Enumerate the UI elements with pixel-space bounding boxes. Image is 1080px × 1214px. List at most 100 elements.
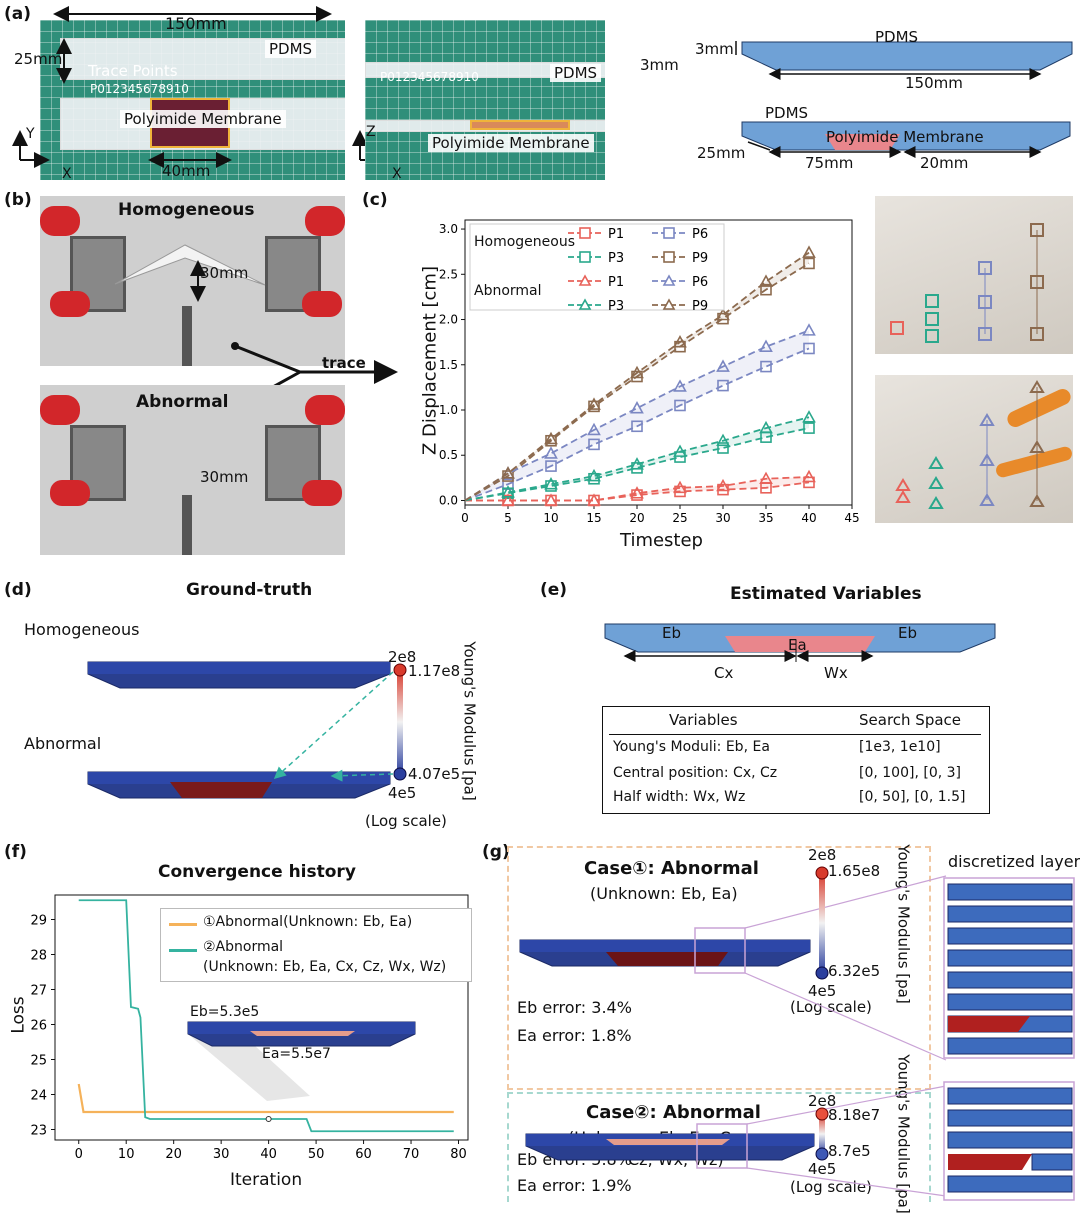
clamp-red-8: [302, 480, 342, 506]
chart-c-frame: [464, 219, 853, 506]
legend-label-p3: P3: [608, 251, 624, 266]
case2-eb-error-visible: Eb error: 5.8%: [517, 1150, 632, 1169]
case1-cb-label: Young's Modulus [pa]: [894, 844, 913, 1004]
label-point-ids-1: P012345678910: [90, 82, 189, 96]
point-p9: [674, 340, 686, 353]
series-line-homogeneous-p1: [465, 481, 810, 502]
label-homogeneous-photo: Homogeneous: [118, 200, 255, 220]
case2-unknown-1: (Unknown: Eb, Ea, Cx,: [568, 1128, 746, 1147]
point-p3: [631, 462, 643, 474]
inset-anchor-point: [265, 1116, 272, 1122]
point-p9: [544, 431, 558, 445]
point-p3: [674, 451, 686, 463]
case1-cb-low: 6.32e5: [828, 962, 881, 980]
x-tick-label: 30: [715, 511, 730, 525]
point-p9: [502, 470, 514, 482]
case2-unknown-2: Cz, Wx, Wz): [628, 1150, 724, 1169]
case1-eb-error: Eb error: 3.4%: [517, 998, 632, 1017]
point-p3: [501, 485, 515, 498]
gt-abnormal-label: Abnormal: [24, 734, 102, 753]
legend-group-homogeneous: Homogeneous: [474, 234, 576, 250]
y-tick-label: 1.0: [439, 403, 458, 417]
chart-f-legend: ①Abnormal(Unknown: Eb, Ea) ②Abnormal (Un…: [160, 908, 472, 982]
legend-group-abnormal: Abnormal: [474, 283, 542, 299]
point-p6: [631, 420, 643, 433]
legend-marker-p9: [663, 251, 675, 263]
series-line-homogeneous-p3: [464, 427, 810, 502]
band-p1: [465, 476, 809, 501]
table-divider: [609, 734, 981, 735]
table-row-1-var: Central position: Cx, Cz: [613, 765, 778, 781]
point-p9: [631, 370, 643, 383]
point-p3: [802, 410, 816, 423]
point-p6: [502, 478, 514, 490]
label-membrane-2: Polyimide Membrane: [428, 134, 594, 152]
label-point-ids-2: P012345678910: [380, 70, 479, 84]
f-y-tick-label: 26: [30, 1019, 47, 1034]
rod-1: [182, 306, 192, 366]
x-tick-label: 5: [504, 511, 512, 525]
point-p1: [502, 494, 514, 507]
chart-f-ylabel: Loss: [8, 996, 29, 1034]
gt-cb-min: 4e5: [388, 784, 417, 802]
membrane-side: [470, 120, 570, 130]
axis-z-label: Z: [366, 124, 376, 140]
f-y-tick-label: 23: [30, 1124, 47, 1139]
point-p1: [587, 493, 601, 506]
panel-label-g: (g): [482, 842, 510, 862]
clamp-red-4: [302, 291, 342, 317]
point-p6: [802, 323, 816, 336]
label-25mm: 25mm: [14, 50, 63, 68]
schematic-25mm: 25mm: [697, 144, 746, 162]
point-p6: [544, 446, 558, 459]
schematic-20mm: 20mm: [920, 154, 969, 172]
case1-unknown: (Unknown: Eb, Ea): [590, 884, 738, 903]
f-x-tick-label: 0: [75, 1147, 83, 1162]
point-p9: [501, 466, 515, 479]
label-30mm-1: 30mm: [200, 264, 249, 282]
point-p3: [587, 468, 601, 482]
point-p9: [716, 307, 730, 321]
search-space-table: Variables Search Space Young's Moduli: E…: [602, 706, 990, 814]
case1-cb-scale: (Log scale): [790, 998, 872, 1016]
f-y-tick-label: 27: [30, 984, 47, 999]
point-p9: [760, 283, 772, 296]
gt-cb-high: 1.17e8: [408, 662, 461, 680]
label-eb-right: Eb: [898, 624, 917, 642]
point-p3: [673, 444, 687, 457]
x-tick-label: 20: [629, 511, 644, 525]
point-p1: [802, 469, 816, 483]
schematic-pdms-top: PDMS: [875, 28, 919, 46]
schematic-membrane: Polyimide Membrane: [826, 128, 984, 146]
x-tick-label: 45: [844, 511, 859, 525]
point-p6: [673, 379, 687, 392]
legend-marker-p9: [662, 298, 676, 310]
gt-cb-label: Young's Modulus [pa]: [460, 641, 479, 801]
point-p3: [760, 431, 772, 443]
point-p6: [760, 360, 772, 373]
case1-cb-high: 1.65e8: [828, 862, 881, 880]
inset-eb-label: Eb=5.3e5: [190, 1004, 260, 1020]
point-p6: [759, 339, 773, 352]
point-p6: [716, 359, 730, 372]
label-40mm: 40mm: [162, 162, 211, 180]
schematic-pdms-bottom: PDMS: [765, 104, 809, 122]
legend-marker-p1: [579, 227, 591, 239]
f-x-tick-label: 60: [355, 1147, 372, 1162]
gt-homogeneous-label: Homogeneous: [24, 620, 140, 639]
label-30mm-2: 30mm: [200, 468, 249, 486]
table-row-2-var: Half width: Wx, Wz: [613, 789, 746, 805]
clamp-right-1: [265, 236, 321, 312]
point-p6: [501, 466, 515, 479]
legend-marker-p1: [578, 274, 592, 286]
point-p9: [545, 434, 557, 447]
band-p6: [465, 330, 809, 501]
legend-label-1: ①Abnormal(Unknown: Eb, Ea): [203, 914, 413, 930]
clamp-red-3: [50, 291, 90, 317]
y-tick-label: 2.5: [439, 267, 458, 281]
panel-label-d: (d): [4, 580, 32, 600]
f-x-tick-label: 40: [260, 1147, 277, 1162]
y-tick-label: 2.0: [439, 313, 458, 327]
point-p1: [631, 489, 643, 501]
series-line-abnormal-p3: [464, 416, 810, 502]
